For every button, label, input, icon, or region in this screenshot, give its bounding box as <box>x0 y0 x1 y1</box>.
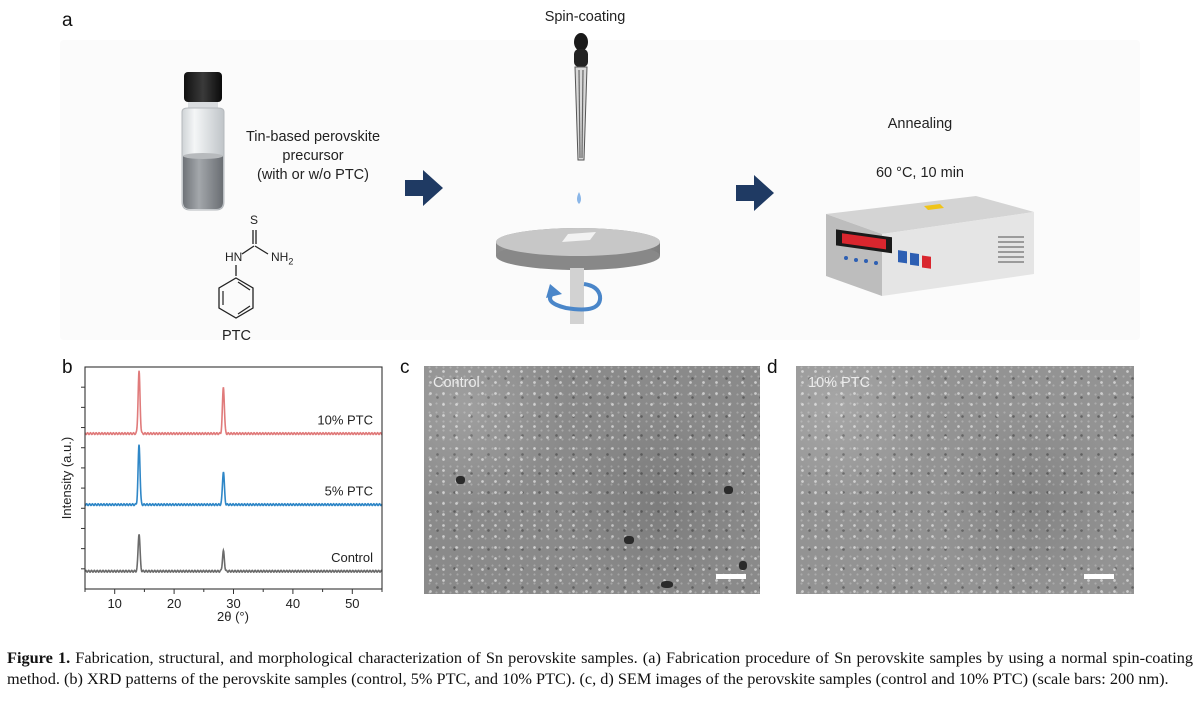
sem-pinhole <box>661 581 673 588</box>
xrd-x-tick-label: 50 <box>345 596 359 611</box>
panel-d-letter: d <box>767 357 778 378</box>
molecule-name: PTC <box>222 328 251 344</box>
xrd-x-tick-label: 10 <box>107 596 121 611</box>
hotplate-illustration <box>826 196 1034 296</box>
xrd-series-label: Control <box>331 550 373 565</box>
xrd-x-tick-label: 20 <box>167 596 181 611</box>
panel-b-letter: b <box>62 357 73 378</box>
spin-coater-illustration <box>496 33 660 324</box>
vial-label: Tin-based perovskite precursor (with or … <box>228 128 398 185</box>
xrd-series-label: 5% PTC <box>325 484 373 499</box>
xrd-x-tick-label: 30 <box>226 596 240 611</box>
sem-image-control: Control <box>424 366 760 594</box>
xrd-series-label: 10% PTC <box>317 413 373 428</box>
xrd-y-axis-label: Intensity (a.u.) <box>59 437 74 519</box>
scale-bar <box>716 574 746 579</box>
sem-label-control: Control <box>433 375 480 391</box>
figure-caption: Figure 1. Fabrication, structural, and m… <box>7 647 1193 689</box>
xrd-series-line-10-ptc <box>84 370 383 436</box>
sem-pinhole <box>624 536 634 544</box>
panel-c-letter: c <box>400 357 410 378</box>
xrd-x-axis-label: 2θ (°) <box>217 609 249 624</box>
sem-pinhole <box>739 561 747 570</box>
process-arrow-icon <box>405 170 443 206</box>
sem-image-10ptc: 10% PTC <box>796 366 1134 594</box>
xrd-series-line-5-ptc <box>84 444 383 507</box>
precursor-vial-illustration <box>181 72 225 211</box>
scale-bar <box>1084 574 1114 579</box>
molecule-atom-hn: HN <box>225 250 243 264</box>
xrd-chart: 10 20 30 40 50 10% PTC 5% PTC Control 2θ (°) I… <box>59 366 383 624</box>
xrd-ticks-layer: 10 20 30 40 50 <box>81 386 383 611</box>
sem-pinhole <box>456 476 465 484</box>
spin-coating-label: Spin-coating <box>544 9 626 25</box>
caption-text: Fabrication, structural, and morphologic… <box>7 648 1193 688</box>
annealing-label: Annealing <box>887 116 953 132</box>
panel-a-letter: a <box>62 10 73 31</box>
vial-label-line-2: precursor <box>282 148 344 164</box>
sem-pinhole <box>724 486 733 494</box>
molecule-atom-s: S <box>250 213 259 227</box>
process-arrow-icon <box>736 175 774 211</box>
molecule-atom-nh: NH <box>271 250 289 264</box>
molecule-atom-subscript: 2 <box>288 256 294 267</box>
xrd-labels-layer: 10% PTC 5% PTC Control <box>317 413 373 566</box>
caption-title: Figure 1. <box>7 648 71 667</box>
xrd-series-line-control <box>84 534 383 574</box>
annealing-condition: 60 °C, 10 min <box>875 165 964 181</box>
sem-label-10ptc: 10% PTC <box>808 375 871 391</box>
panel-a-background <box>60 40 1140 340</box>
molecule-atom-nh2: NH2 <box>271 250 293 266</box>
xrd-x-tick-label: 40 <box>286 596 300 611</box>
ptc-molecule-structure <box>218 230 269 319</box>
xrd-series-layer <box>84 370 383 574</box>
vial-label-line-3: (with or w/o PTC) <box>257 167 369 183</box>
vial-label-line-1: Tin-based perovskite <box>245 129 381 145</box>
